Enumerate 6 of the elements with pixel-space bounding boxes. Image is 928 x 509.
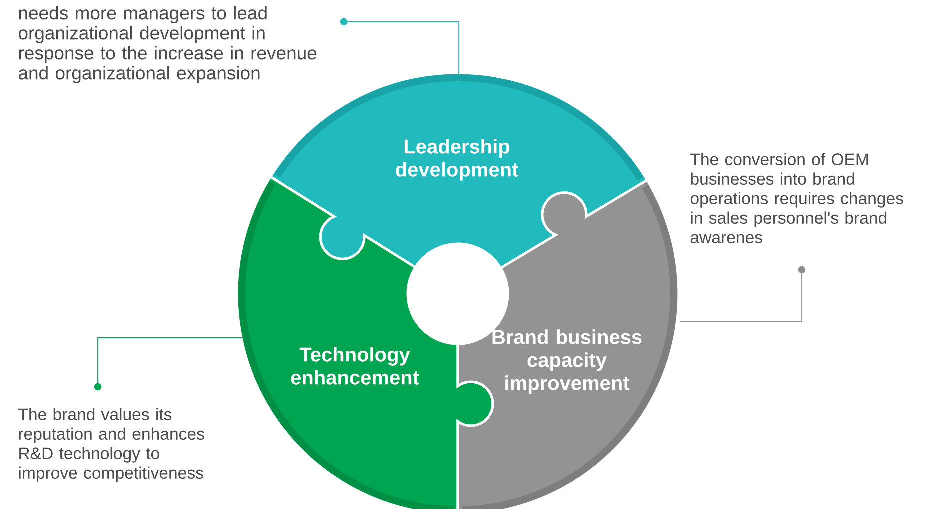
puzzle-segment: Leadership development (269, 72, 649, 270)
callout-text: The conversion of OEM businesses into brand operations requires changes in sales personnel's brand awarenes (690, 153, 904, 244)
leader-line (340, 18, 460, 76)
callout-text: The brand values its reputation and enhances R&D technology to improve competitiveness (18, 408, 204, 482)
leader-line (94, 338, 244, 391)
leader-line (680, 266, 806, 322)
